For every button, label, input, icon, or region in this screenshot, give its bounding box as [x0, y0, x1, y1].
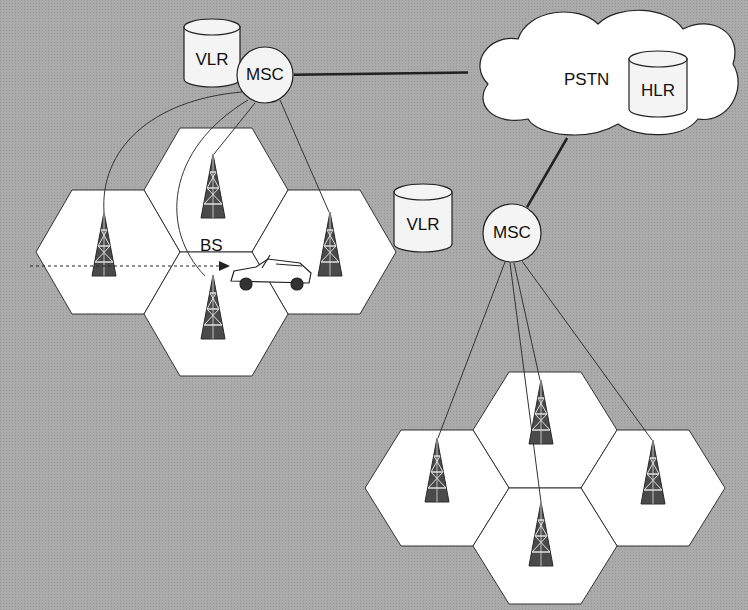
movement-arrow	[30, 261, 230, 271]
trunk-line	[294, 73, 468, 75]
msc-switch: MSC	[236, 46, 294, 104]
station-label: BS	[200, 236, 223, 256]
node-label: VLR	[406, 215, 439, 235]
node-label: MSC	[493, 223, 531, 243]
vlr-database: VLR	[183, 18, 241, 88]
node-label: VLR	[195, 50, 228, 70]
node-label: MSC	[246, 65, 284, 85]
pstn-cloud: PSTN HLR	[468, 4, 744, 138]
node-label: HLR	[641, 81, 675, 101]
cell-cluster	[365, 372, 725, 604]
car	[231, 255, 311, 290]
msc-switch: MSC	[482, 203, 542, 263]
node-label: PSTN	[564, 70, 609, 90]
radio-links	[104, 92, 652, 502]
base-station-towers	[92, 154, 665, 566]
trunk-line	[527, 138, 567, 207]
hlr-database: HLR	[628, 50, 688, 118]
vlr-database: VLR	[393, 183, 453, 253]
cell-cluster	[36, 128, 396, 376]
